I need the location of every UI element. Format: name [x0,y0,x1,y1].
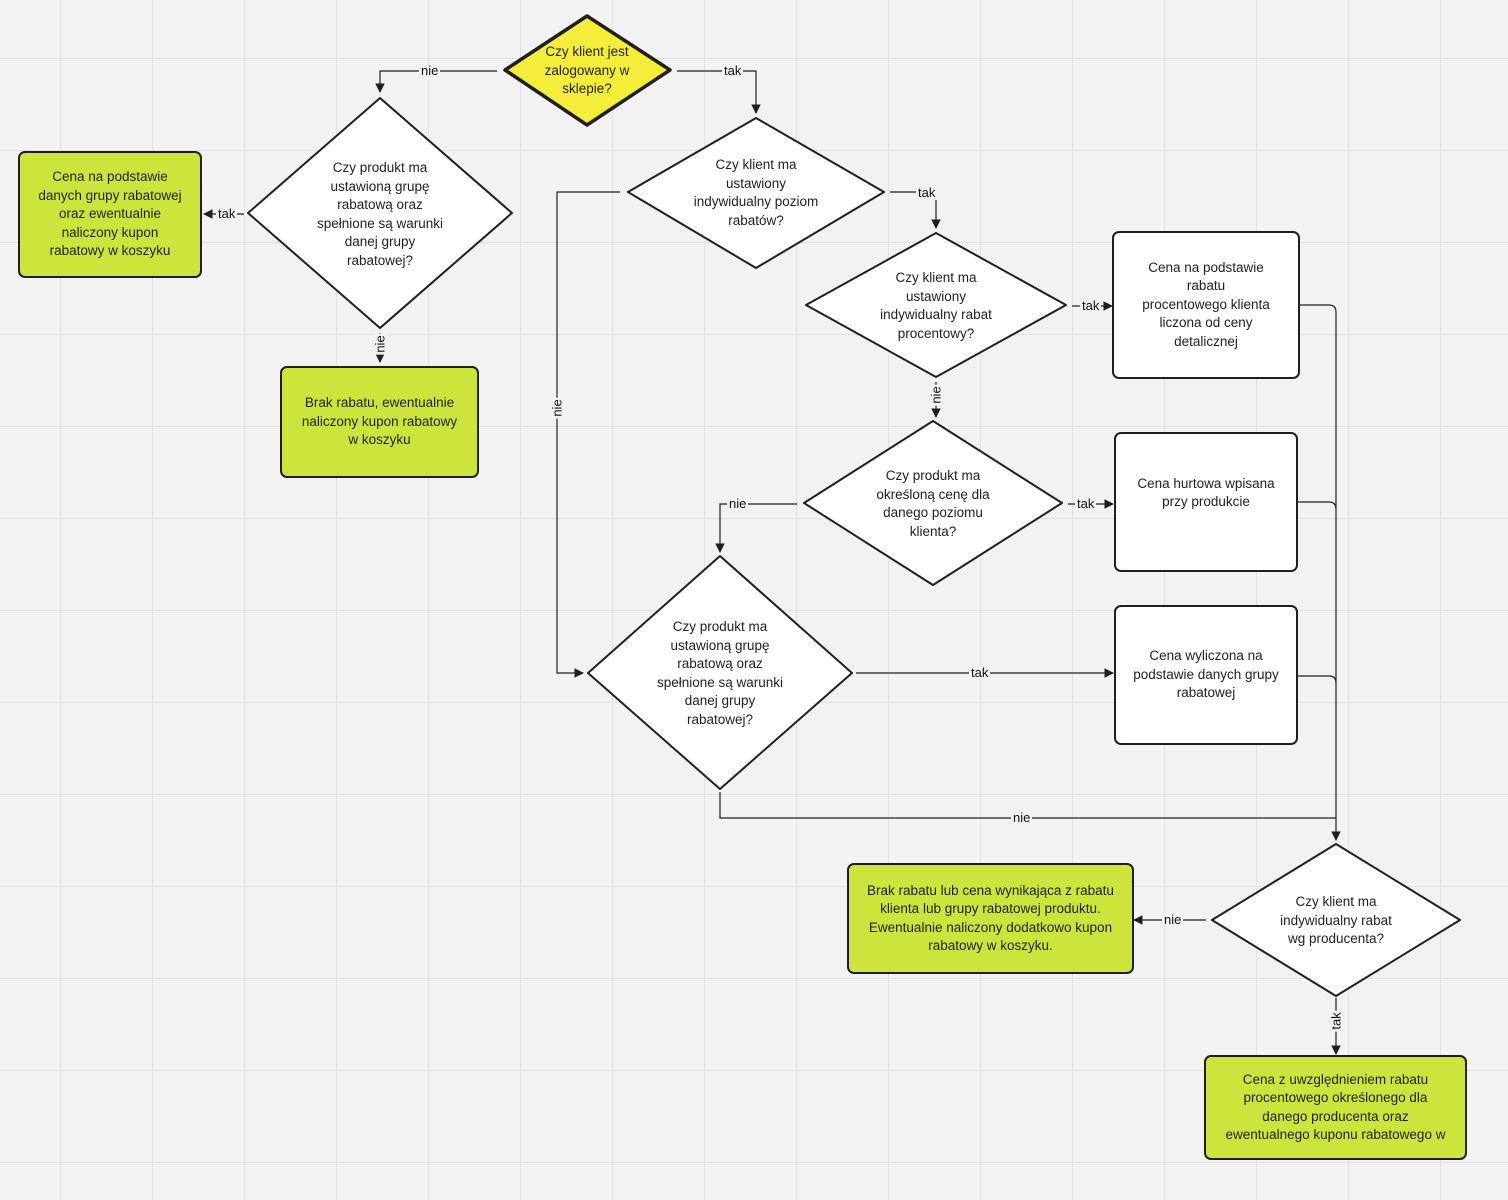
edge-label-individual-level-yes: tak [916,185,938,200]
decision-group-left-shape[interactable] [247,97,513,329]
result-group-right-shape[interactable] [1114,605,1298,745]
result-final-no-label: Brak rabatu lub cena wynikająca z rabatu… [867,882,1114,954]
result-final-no-shape[interactable] [847,863,1134,974]
result-wholesale-shape[interactable] [1114,432,1298,572]
edge-label-group-right-no: nie [1011,810,1033,825]
result-percent-shape[interactable] [1112,231,1300,379]
decision-individual-percent-label: Czy klient ma ustawiony indywidualny rab… [880,270,992,341]
result-no-discount-box: Brak rabatu, ewentualnie naliczony kupon… [281,367,478,477]
edge-label-start-no: nie [419,63,441,78]
result-final-no-box: Brak rabatu lub cena wynikająca z rabatu… [848,864,1133,973]
result-group-left-shape[interactable] [18,151,202,278]
decision-group-right-shape[interactable] [587,555,853,790]
result-final-yes-shape[interactable] [1204,1055,1467,1160]
edge-label-start-yes: tak [722,63,744,78]
edge-label-group-left-yes: tak [216,206,238,221]
decision-individual-level-label: Czy klient ma ustawiony indywidualny poz… [693,157,819,228]
edge-wholesale-merge [1297,501,1337,510]
decision-group-right-label: Czy produkt ma ustawioną grupę rabatową … [656,619,784,727]
result-group-right-label: Cena wyliczona na podstawie danych grupy… [1133,648,1279,701]
result-no-discount-shape[interactable] [280,366,479,478]
edge-label-product-level-no: nie [727,496,749,511]
decision-group-left-label: Czy produkt ma ustawioną grupę rabatową … [316,160,444,268]
edge-label-individual-percent-no: nie [928,384,944,406]
edge-label-group-left-no: nie [372,333,388,355]
edge-start-no [375,70,497,93]
edge-label-producer-no: nie [1162,912,1184,927]
result-final-yes-box: Cena z uwzględnieniem rabatu procentoweg… [1205,1056,1466,1159]
decision-producer-shape[interactable] [1211,843,1461,997]
edge-product-level-no [715,503,797,553]
result-percent-label: Cena na podstawie rabatu procentowego kl… [1142,259,1270,349]
decision-individual-percent-shape[interactable] [805,232,1067,378]
result-final-yes-label: Cena z uwzględnieniem rabatu procentoweg… [1225,1071,1446,1143]
result-wholesale-label: Cena hurtowa wpisana przy produkcie [1137,475,1275,510]
decision-product-level-label: Czy produkt ma określoną cenę dla danego… [876,468,990,539]
edge-start-yes [677,70,761,114]
decision-individual-level-shape[interactable] [627,117,885,269]
result-group-left-box: Cena na podstawie danych grupy rabatowej… [19,152,201,277]
edge-label-group-right-yes: tak [969,665,991,680]
edge-individual-level-no [556,191,620,678]
result-percent-box: Cena na podstawie rabatu procentowego kl… [1113,232,1299,378]
edge-group-right-no [719,792,1336,819]
result-group-right-box: Cena wyliczona na podstawie danych grupy… [1115,606,1297,744]
result-no-discount-label: Brak rabatu, ewentualnie naliczony kupon… [301,395,458,448]
decision-start-label: Czy klient jest zalogowany w sklepie? [544,44,630,96]
decision-product-level-shape[interactable] [803,420,1063,586]
result-wholesale-box: Cena hurtowa wpisana przy produkcie [1115,433,1297,571]
edge-label-product-level-yes: tak [1075,496,1097,511]
result-group-left-label: Cena na podstawie danych grupy rabatowej… [38,169,182,259]
edge-label-individual-percent-yes: tak [1080,298,1102,313]
edge-label-producer-yes: tak [1328,1010,1344,1032]
decision-producer-label: Czy klient ma indywidualny rabat wg prod… [1280,894,1392,946]
edge-percent-merge [1299,304,1341,841]
edge-group-right-merge [1297,675,1337,684]
edge-label-individual-level-no: nie [549,397,565,419]
decision-start-shape[interactable] [503,14,672,127]
